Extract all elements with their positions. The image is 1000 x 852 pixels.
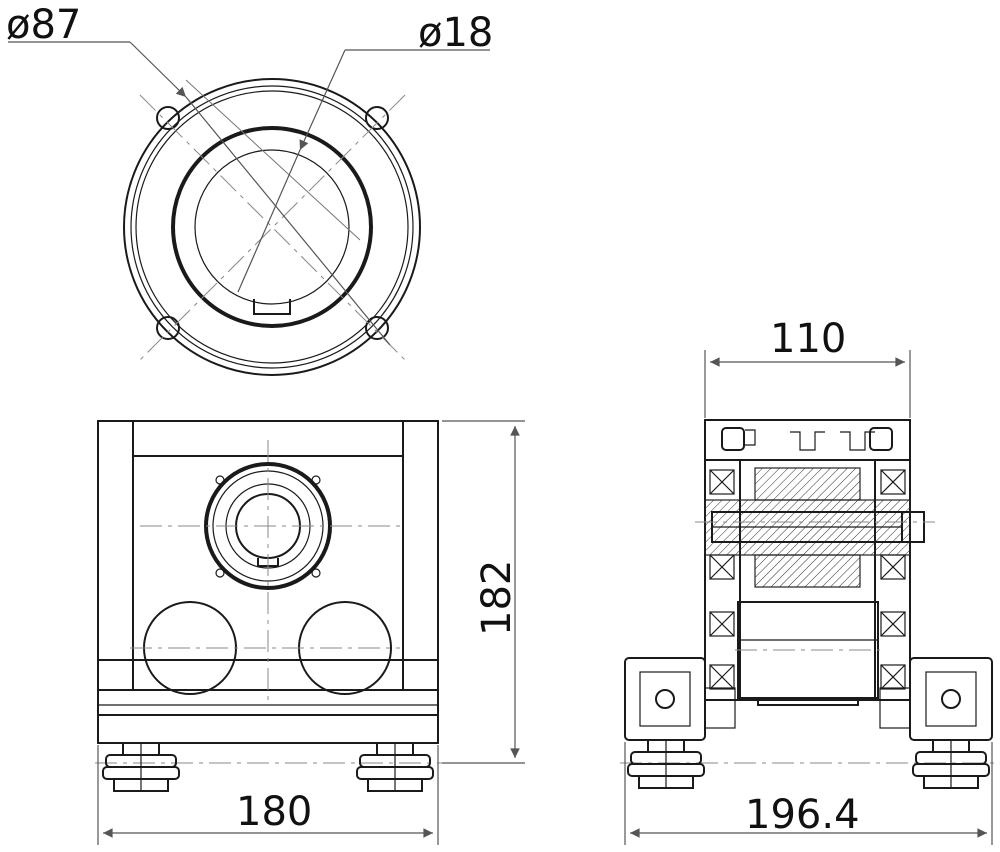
dim-d18-label: ø18: [418, 10, 493, 56]
dim-196-4-label: 196.4: [745, 792, 860, 838]
dim-110: [704, 350, 911, 418]
front-foot-left: [102, 742, 180, 792]
side-foot-left: [627, 739, 705, 789]
bolt-hole-tl: [156, 106, 180, 130]
leader-d87: [8, 41, 391, 346]
front-foot-right: [356, 742, 434, 792]
dim-182: [442, 420, 525, 764]
side-foot-right: [912, 739, 990, 789]
dim-180: [97, 745, 439, 845]
dim-110-label: 110: [770, 316, 846, 362]
top-view-flange: [123, 78, 421, 376]
dim-d87-label: ø87: [6, 2, 81, 48]
dim-182-label: 182: [474, 560, 520, 636]
bolt-hole-br: [365, 316, 389, 340]
leader-d18: [237, 49, 490, 293]
bolt-hole-bl: [156, 316, 180, 340]
front-view: [95, 420, 520, 792]
dim-180-label: 180: [236, 789, 312, 835]
dim-196-4: [624, 742, 993, 845]
side-view: [620, 419, 995, 789]
bolt-hole-tr: [365, 106, 389, 130]
